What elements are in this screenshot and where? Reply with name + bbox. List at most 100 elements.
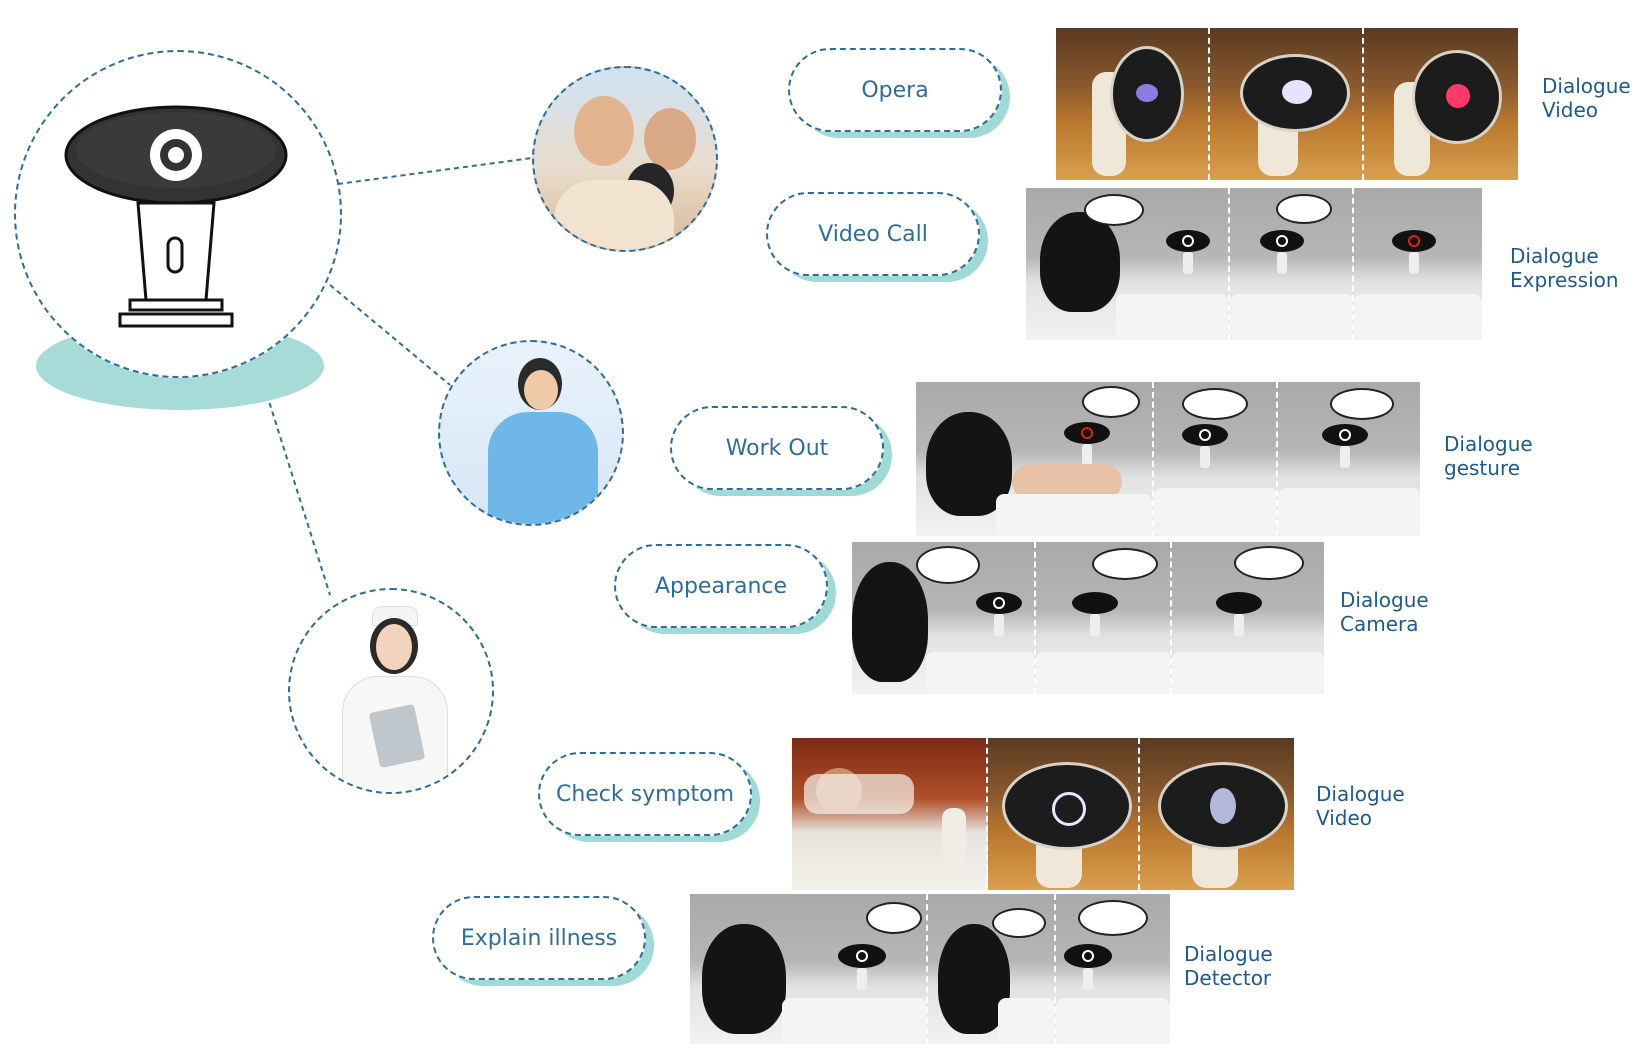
robot-stem bbox=[1409, 252, 1419, 274]
robot-stem bbox=[1200, 446, 1210, 468]
check-symptom-photo-3 bbox=[1140, 738, 1294, 890]
opera-photo-3 bbox=[1364, 28, 1518, 180]
work-out-pill-label: Work Out bbox=[670, 406, 884, 490]
robot-stem bbox=[1277, 252, 1287, 274]
robot-stem bbox=[1183, 252, 1193, 274]
appearance-photo-1 bbox=[852, 542, 1036, 694]
body-glow bbox=[1210, 788, 1236, 824]
robot-stem bbox=[994, 614, 1004, 636]
opera-pill[interactable]: Opera bbox=[788, 48, 1010, 138]
bed bbox=[926, 652, 1034, 694]
video-call-pill-label: Video Call bbox=[766, 192, 980, 276]
explain-illness-dialogue-label-line2: Detector bbox=[1184, 966, 1272, 990]
bed bbox=[1154, 488, 1276, 536]
work-out-dialogue-label-line2: gesture bbox=[1444, 456, 1521, 480]
work-out-photo-1 bbox=[916, 382, 1154, 536]
check-symptom-dialogue-label: Dialogue Video bbox=[1316, 782, 1405, 830]
opera-photo-1 bbox=[1056, 28, 1210, 180]
explain-illness-pill-label: Explain illness bbox=[432, 896, 646, 980]
robot-mini bbox=[1260, 230, 1304, 252]
robot-stem bbox=[857, 968, 867, 990]
speech-bubble bbox=[1330, 388, 1394, 420]
bed bbox=[996, 494, 1152, 536]
robot-mini bbox=[1064, 422, 1110, 444]
explain-illness-photo-strip bbox=[690, 894, 1170, 1044]
family-figure-2 bbox=[644, 108, 696, 170]
opera-dialogue-label-line2: Video bbox=[1542, 98, 1599, 122]
pillow bbox=[804, 774, 914, 814]
bed bbox=[998, 998, 1054, 1044]
lamp-head bbox=[1002, 762, 1132, 850]
robot-mini bbox=[1182, 424, 1228, 446]
opera-dialogue-label-line1: Dialogue bbox=[1542, 74, 1631, 98]
check-symptom-dialogue-label-line1: Dialogue bbox=[1316, 782, 1405, 806]
video-call-photo-3 bbox=[1354, 188, 1482, 340]
explain-illness-dialogue-label-line1: Dialogue bbox=[1184, 942, 1273, 966]
robot-stem bbox=[1090, 614, 1100, 636]
robot-stem bbox=[1234, 614, 1244, 636]
appearance-pill-label: Appearance bbox=[614, 544, 828, 628]
robot-mini bbox=[1216, 592, 1262, 614]
stomach-glow bbox=[1052, 792, 1086, 826]
bed bbox=[1056, 998, 1170, 1044]
bed bbox=[1116, 294, 1228, 340]
speech-bubble bbox=[1182, 388, 1248, 420]
robot-stem bbox=[1340, 446, 1350, 468]
video-call-pill[interactable]: Video Call bbox=[766, 192, 988, 282]
speech-bubble bbox=[992, 908, 1046, 938]
check-symptom-pill[interactable]: Check symptom bbox=[538, 752, 760, 842]
bed bbox=[1278, 488, 1420, 536]
doctor-photo-circle bbox=[288, 588, 494, 794]
opera-mask-glow bbox=[1282, 80, 1312, 104]
bed bbox=[1230, 294, 1352, 340]
robot-icon bbox=[64, 105, 288, 328]
explain-illness-pill[interactable]: Explain illness bbox=[432, 896, 654, 986]
check-symptom-pill-label: Check symptom bbox=[538, 752, 752, 836]
robot-stem bbox=[1083, 968, 1093, 990]
video-call-photo-1 bbox=[1026, 188, 1230, 340]
nurse-photo-circle bbox=[438, 340, 624, 526]
appearance-photo-2 bbox=[1036, 542, 1172, 694]
user-head bbox=[702, 924, 786, 1034]
appearance-pill[interactable]: Appearance bbox=[614, 544, 836, 634]
work-out-photo-2 bbox=[1154, 382, 1278, 536]
speech-bubble bbox=[866, 902, 922, 934]
explain-illness-photo-2 bbox=[928, 894, 1056, 1044]
work-out-dialogue-label: Dialogue gesture bbox=[1444, 432, 1533, 480]
opera-mask-glow bbox=[1446, 84, 1470, 108]
video-call-dialogue-label: Dialogue Expression bbox=[1510, 244, 1619, 292]
robot-stem bbox=[1082, 444, 1092, 466]
family-figure-4 bbox=[554, 180, 674, 250]
video-call-photo-strip bbox=[1026, 188, 1482, 340]
user-head bbox=[1040, 212, 1120, 312]
bed bbox=[782, 998, 926, 1044]
check-symptom-photo-1 bbox=[792, 738, 988, 890]
doctor-face bbox=[376, 624, 412, 670]
opera-photo-2 bbox=[1210, 28, 1364, 180]
speech-bubble bbox=[1276, 194, 1332, 224]
speech-bubble bbox=[1078, 900, 1148, 936]
speech-bubble bbox=[1084, 194, 1144, 226]
explain-illness-photo-3 bbox=[1056, 894, 1170, 1044]
appearance-dialogue-label: Dialogue Camera bbox=[1340, 588, 1429, 636]
robot-mini bbox=[838, 944, 886, 968]
bed bbox=[1036, 652, 1170, 694]
robot-mini bbox=[1064, 944, 1112, 968]
video-call-dialogue-label-line1: Dialogue bbox=[1510, 244, 1599, 268]
work-out-photo-strip bbox=[916, 382, 1420, 536]
work-out-photo-3 bbox=[1278, 382, 1420, 536]
opera-pill-label: Opera bbox=[788, 48, 1002, 132]
speech-bubble bbox=[1092, 548, 1158, 580]
connector-family bbox=[337, 157, 533, 185]
robot-mini bbox=[1166, 230, 1210, 252]
nurse-uniform bbox=[488, 412, 598, 524]
work-out-dialogue-label-line1: Dialogue bbox=[1444, 432, 1533, 456]
work-out-pill[interactable]: Work Out bbox=[670, 406, 892, 496]
opera-photo-strip bbox=[1056, 28, 1518, 180]
appearance-photo-strip bbox=[852, 542, 1324, 694]
bed bbox=[1354, 294, 1482, 340]
nurse-face bbox=[524, 370, 558, 410]
user-head bbox=[852, 562, 928, 682]
speech-bubble bbox=[1082, 386, 1140, 418]
